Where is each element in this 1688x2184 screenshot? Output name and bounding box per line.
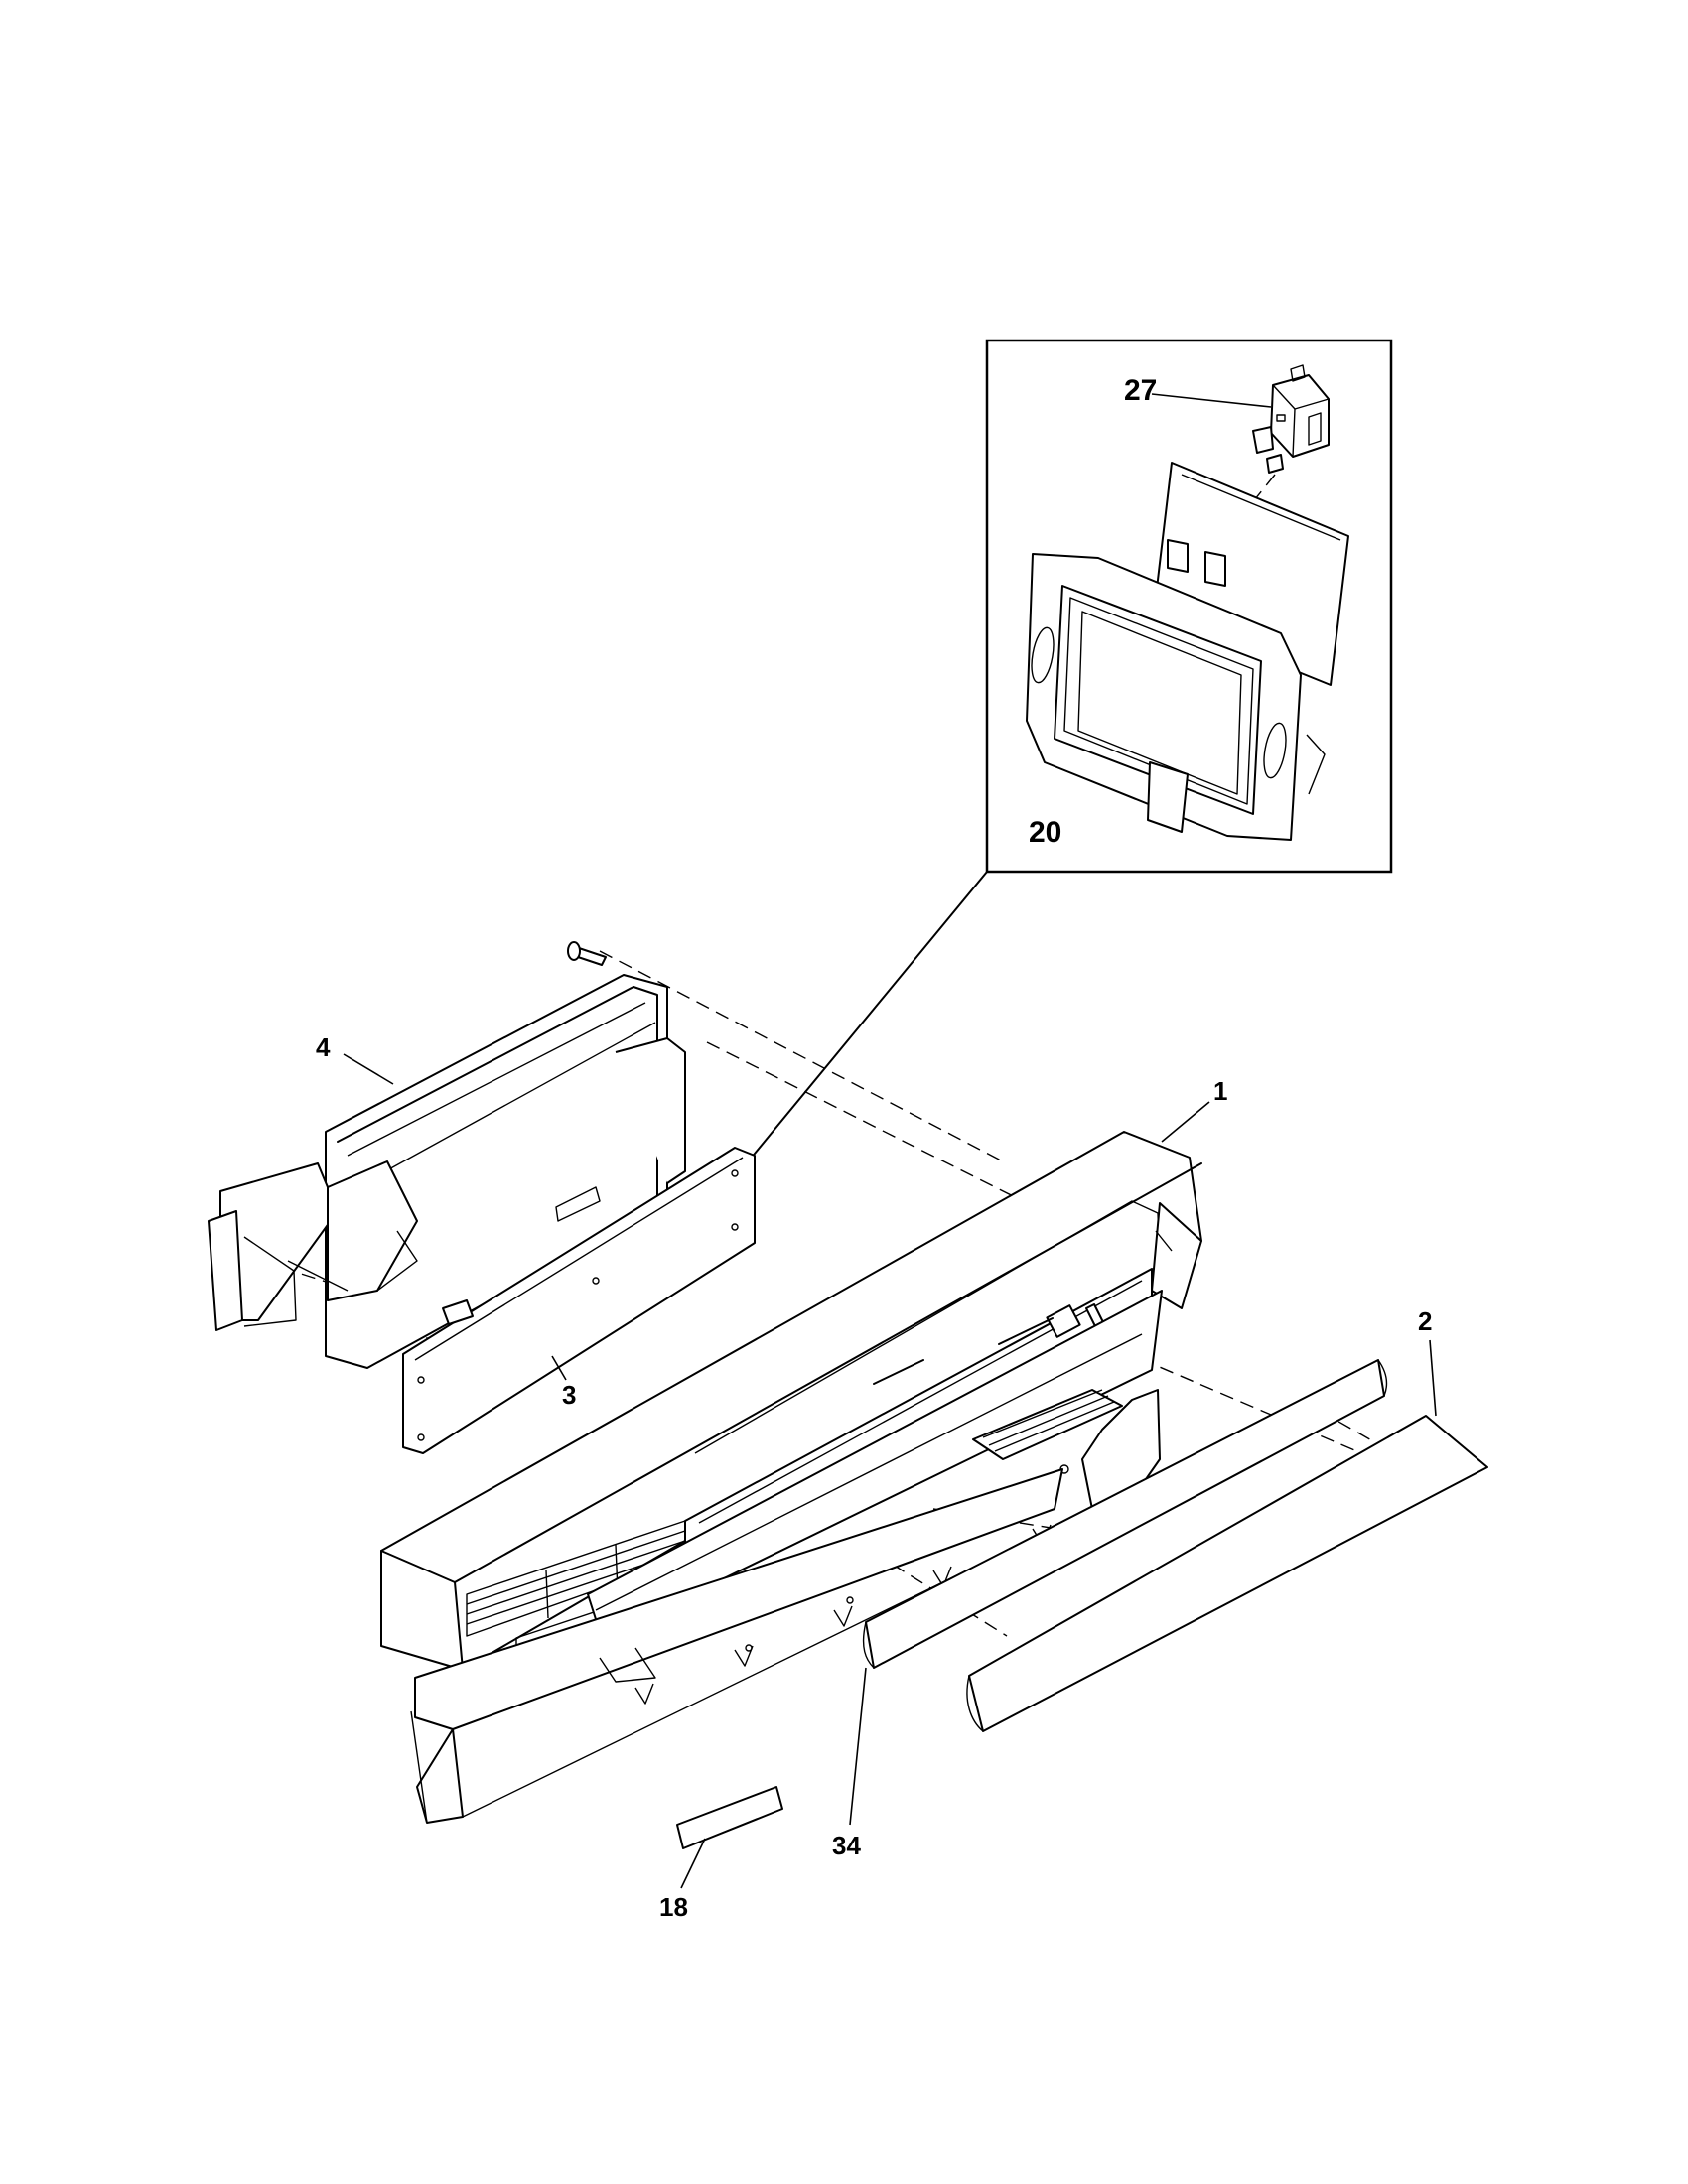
duct-part-4 bbox=[208, 974, 686, 1369]
label-part-18 bbox=[676, 1786, 783, 1849]
inset-label-20: 20 bbox=[1029, 816, 1061, 849]
trim-strip-part-2 bbox=[966, 1415, 1488, 1732]
trim-strip-part-34 bbox=[862, 1359, 1388, 1669]
panel-part-3 bbox=[402, 1147, 756, 1454]
part-label-3: 3 bbox=[562, 1380, 576, 1410]
housing-part-20 bbox=[1026, 462, 1349, 841]
screw bbox=[567, 941, 607, 966]
part-label-34: 34 bbox=[832, 1831, 861, 1860]
part-label-2: 2 bbox=[1418, 1306, 1432, 1336]
part-label-18: 18 bbox=[659, 1892, 688, 1922]
part-label-4: 4 bbox=[316, 1032, 331, 1062]
inset-label-27: 27 bbox=[1124, 374, 1157, 407]
inset-detail: 20 27 bbox=[985, 339, 1393, 874]
part-label-1: 1 bbox=[1213, 1076, 1227, 1106]
part-labels: 1 2 3 4 18 34 bbox=[316, 1032, 1437, 1922]
housing-part-1 bbox=[380, 1131, 1202, 1824]
switch-part-27 bbox=[1252, 364, 1330, 474]
